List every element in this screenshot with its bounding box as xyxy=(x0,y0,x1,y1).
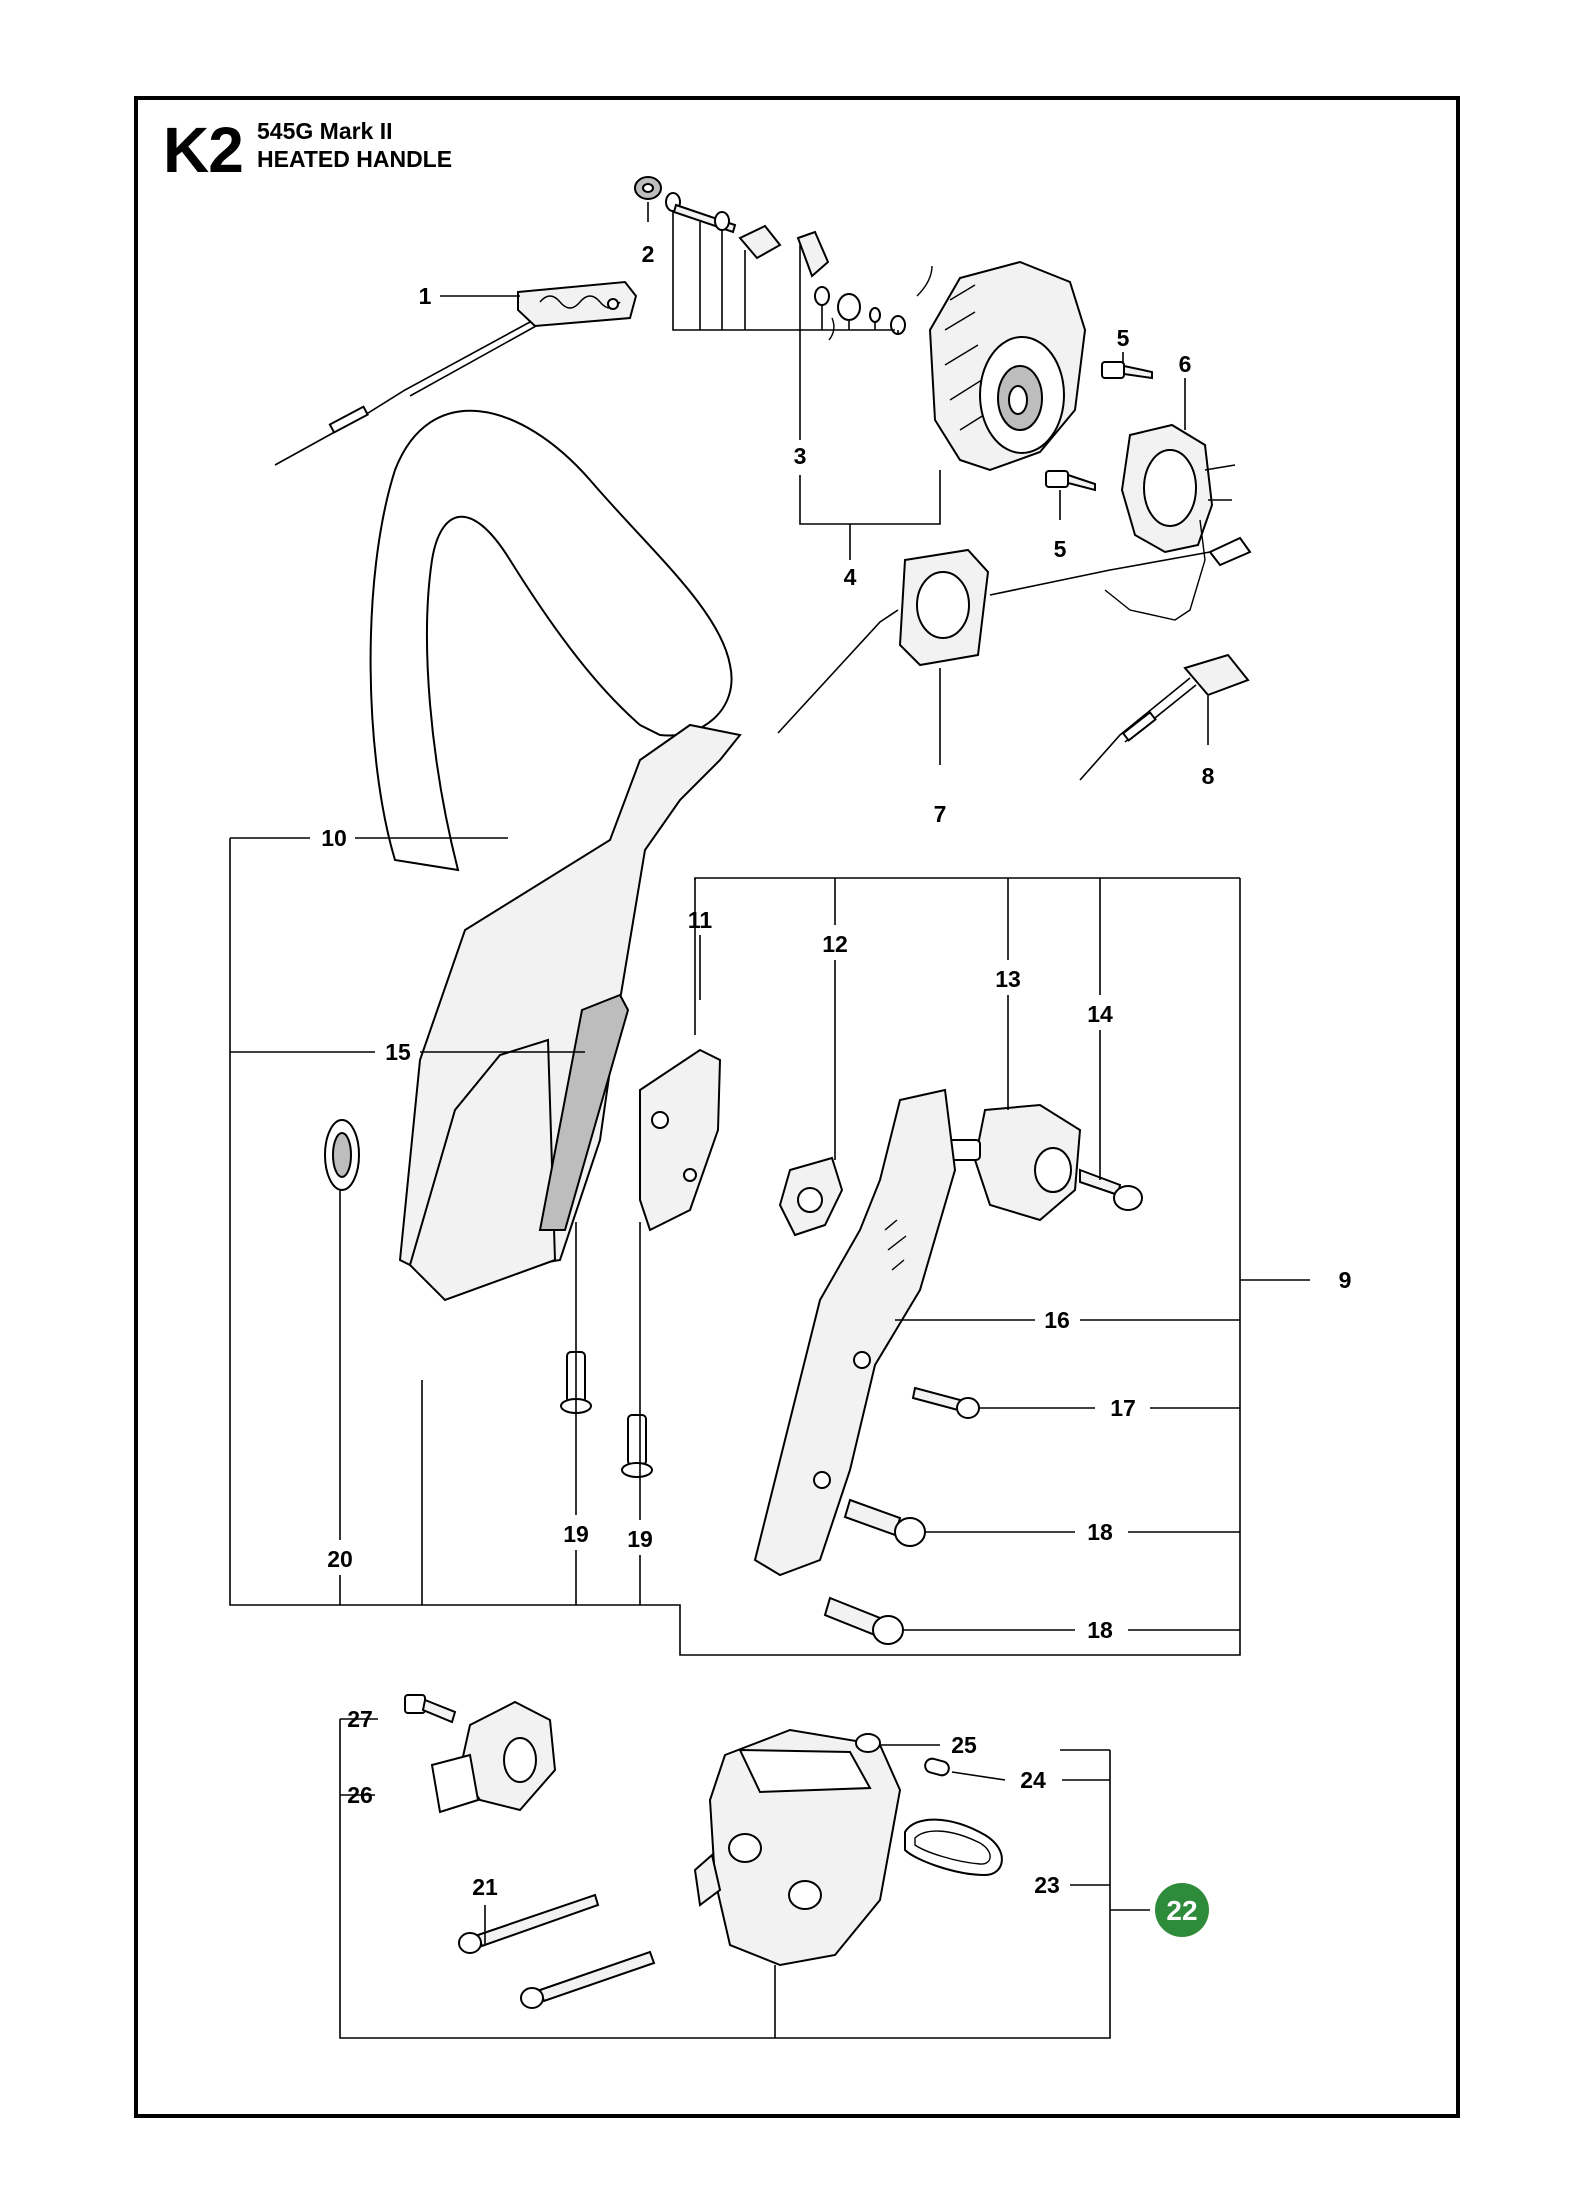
part-heating-element xyxy=(274,280,638,466)
callout-19-left: 19 xyxy=(563,1521,589,1547)
callout-9: 9 xyxy=(1339,1267,1352,1293)
part-grip-strip xyxy=(538,993,630,1231)
part-screw-lower xyxy=(1045,470,1096,492)
callout-26: 26 xyxy=(347,1782,373,1808)
section-title: HEATED HANDLE xyxy=(257,146,453,172)
part-21-long-bolts xyxy=(458,1893,656,2009)
callout-20: 20 xyxy=(327,1546,353,1572)
callout-6: 6 xyxy=(1179,351,1192,377)
part-gasket-cable xyxy=(777,536,1252,734)
part-grommet xyxy=(324,1119,360,1191)
callout-25: 25 xyxy=(951,1732,977,1758)
part-bolt-18-lower xyxy=(823,1596,904,1645)
part-pin-right xyxy=(621,1414,653,1478)
page-code: K2 xyxy=(163,114,244,186)
callout-2: 2 xyxy=(642,241,655,267)
part-23-gasket-ring xyxy=(904,1818,1003,1877)
callout-12: 12 xyxy=(822,931,848,957)
leader-lines xyxy=(229,202,1310,2039)
page-frame xyxy=(134,96,1460,2118)
part-clip xyxy=(778,1156,844,1237)
callout-10: 10 xyxy=(321,825,347,851)
part-25-nut xyxy=(855,1733,881,1753)
part-front-handle-bar xyxy=(369,409,733,872)
part-screw-upper xyxy=(1101,361,1153,380)
part-sensor-switch xyxy=(1079,653,1250,781)
callout-18-lower: 18 xyxy=(1087,1617,1113,1643)
callout-7: 7 xyxy=(934,801,947,827)
model-title: 545G Mark II xyxy=(257,118,393,144)
callout-11: 11 xyxy=(688,907,713,933)
part-bolt-18-upper xyxy=(843,1498,926,1547)
callout-14: 14 xyxy=(1087,1001,1113,1027)
callout-3: 3 xyxy=(794,443,807,469)
title-block: 545G Mark II HEATED HANDLE xyxy=(257,117,452,173)
callout-27: 27 xyxy=(347,1706,373,1732)
callout-19-right: 19 xyxy=(627,1526,653,1552)
badge-circle xyxy=(1155,1883,1209,1937)
part-screw-14 xyxy=(1079,1168,1143,1211)
callout-8: 8 xyxy=(1202,763,1215,789)
callout-15: 15 xyxy=(385,1039,411,1065)
callout-labels: 1 2 3 4 5 6 5 7 8 10 11 12 13 14 15 9 16… xyxy=(321,241,1351,1900)
callout-23: 23 xyxy=(1034,1872,1060,1898)
part-24-seal xyxy=(924,1757,950,1777)
callout-13: 13 xyxy=(995,966,1021,992)
part-switch-bracket xyxy=(639,1048,722,1232)
part-handle-plate xyxy=(753,1088,957,1577)
callout-1: 1 xyxy=(419,283,432,309)
part-27-bolt xyxy=(404,1694,457,1724)
callout-18-upper: 18 xyxy=(1087,1519,1113,1545)
callout-5-lower: 5 xyxy=(1054,536,1067,562)
part-26-connector xyxy=(430,1700,557,1814)
callout-5-upper: 5 xyxy=(1117,325,1130,351)
part-stator-coil xyxy=(1104,423,1236,621)
callout-17: 17 xyxy=(1110,1395,1136,1421)
part-screw-17 xyxy=(911,1386,980,1419)
callout-4: 4 xyxy=(844,564,857,590)
callout-24: 24 xyxy=(1020,1767,1046,1793)
callout-16: 16 xyxy=(1044,1307,1070,1333)
callout-21: 21 xyxy=(472,1874,498,1900)
part-22-housing xyxy=(693,1728,902,1967)
badge-22: 22 xyxy=(1155,1883,1209,1937)
part-generator-housing xyxy=(928,260,1087,472)
part-nut-washer-stack xyxy=(634,176,933,341)
part-knob xyxy=(939,1103,1082,1222)
badge-label: 22 xyxy=(1166,1895,1197,1926)
